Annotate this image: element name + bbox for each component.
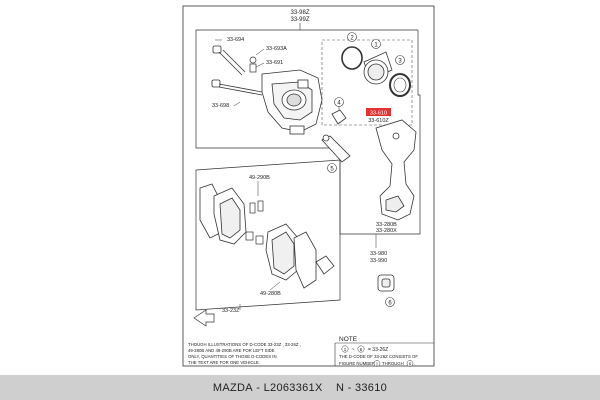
circled-number-3: 3 [395,55,405,65]
circled-number-4: 4 [334,97,344,107]
pin-boot-icon [331,106,347,125]
caliper-body-icon [261,69,323,135]
svg-text:6: 6 [388,301,392,307]
brake-pad-left-icon [213,187,247,245]
svg-text:= 33-26Z: = 33-26Z [368,347,388,353]
pad-group-box [195,159,341,311]
caliper-group-box [195,29,421,235]
circled-number-5: 5 [327,163,337,173]
top-code-2: 33-99Z [290,17,309,23]
part-number[interactable]: L2063361X [263,381,323,394]
svg-text:6: 6 [360,347,363,352]
svg-text:4: 4 [337,101,341,107]
svg-text:1: 1 [376,361,379,366]
footnote-line-3: ONLY, QUANTITIES OF THOSE D-CODES IN [188,354,277,359]
bleeder-cap-icon [249,56,257,64]
svg-text:THE D-CODE OF 33-26Z CONSIST: THE D-CODE OF 33-26Z CONSISTS OF [339,354,418,359]
callout-33-980: 33-980 [370,251,387,257]
brake-pad-right-icon [265,223,299,281]
guide-bolt-lower [211,79,263,96]
n-label: N [336,381,345,394]
callout-33-280b: 33-280B [376,222,397,228]
anti-squeal-clip-icon [315,255,335,275]
caliper-bracket-icon [375,119,417,221]
svg-text:1: 1 [344,347,347,352]
circled-number-1: 1 [371,39,381,49]
guide-bolt-upper [212,45,246,76]
callout-49-280b: 49-280B [260,291,281,297]
svg-text:2: 2 [350,36,354,42]
svg-text:THROUGH: THROUGH [382,361,404,366]
svg-text:3: 3 [398,59,402,65]
highlight-part-code[interactable]: 33-610 [370,111,387,117]
highlight-part-code-box [366,108,391,116]
guide-pin-icon [321,134,351,163]
piston-seal-icon [341,46,363,70]
svg-text:1: 1 [374,43,378,49]
footnote-line-1: THOUGH ILLUSTRATIONS OF D-CODE 33-23Z , … [188,342,301,347]
callout-33-694: 33-694 [227,37,244,43]
note-title: NOTE [339,336,358,343]
svg-text:~: ~ [352,347,355,353]
svg-text:6: 6 [409,361,412,366]
piston-dashed-box [321,39,413,126]
svg-text:.: . [414,361,415,366]
brand-label: MAZDA [212,381,253,394]
front-arrow-icon [193,309,215,327]
note-box: NOTE 1 ~ 6 = 33-26Z THE D-CODE OF 33-26Z… [334,336,434,367]
callout-33-698: 33-698 [212,103,229,109]
callout-33-280x: 33-280X [376,228,397,234]
bleeder-screw-icon [249,63,257,73]
part-info-bar: MAZDA - L2063361X N - 33610 [0,375,600,400]
callout-33-693a: 33-693A [266,46,287,52]
callout-49-290b: 49-290B [249,175,270,181]
brake-pad-shim-right-icon [293,231,317,289]
retaining-spring-icon [245,231,264,245]
seal-kit-icon [377,274,395,292]
callout-33-691: 33-691 [266,60,283,66]
callout-33-990: 33-990 [370,258,387,264]
footnote-line-4: THE TEXT ARE FOR ONE VEHICLE. [188,360,260,365]
n-value: 33610 [354,381,388,394]
svg-text:FIGURE NUMBERS: FIGURE NUMBERS [339,361,378,366]
circled-number-2: 2 [347,32,357,42]
circled-number-6: 6 [385,297,395,307]
svg-text:5: 5 [330,167,334,173]
part-code-secondary: 33-610Z [368,118,389,124]
piston-icon [363,51,393,85]
callout-33-23z: 33-23Z [222,308,240,314]
wear-clip-icon [249,200,264,214]
diagram-frame [182,5,435,367]
footnote-line-2: 49-280B AND 49-290B ARE FOR LEFT SIDE [188,348,275,353]
top-code-1: 33-98Z [290,10,309,16]
dust-boot-icon [389,73,411,97]
